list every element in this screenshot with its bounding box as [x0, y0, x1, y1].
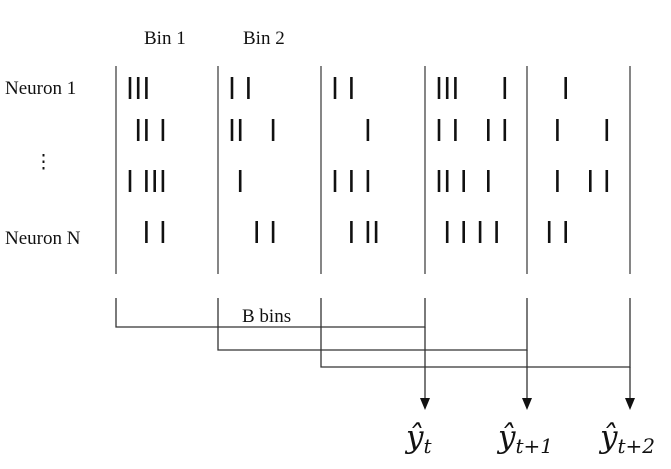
neuron-1-label: Neuron 1	[5, 78, 76, 99]
output-label-t-plus-1: ŷt+1	[496, 419, 553, 458]
output-label-t: ŷt	[404, 419, 433, 458]
spike-raster	[128, 77, 609, 243]
window-label: B bins	[242, 306, 291, 327]
bin-boundaries	[115, 66, 631, 274]
neuron-n-label: Neuron N	[5, 228, 81, 249]
bin-2-label: Bin 2	[243, 28, 285, 49]
arrow-head-icon	[420, 398, 430, 410]
vertical-ellipsis: ⋮	[34, 152, 53, 173]
arrow-head-icon	[522, 398, 532, 410]
window-bracket-3	[320, 298, 631, 368]
window-connectors	[115, 298, 635, 410]
arrow-head-icon	[625, 398, 635, 410]
window-bracket-1	[115, 298, 426, 328]
bin-1-label: Bin 1	[144, 28, 186, 49]
output-label-t-plus-2: ŷt+2	[598, 419, 655, 458]
window-bracket-2	[217, 298, 528, 351]
